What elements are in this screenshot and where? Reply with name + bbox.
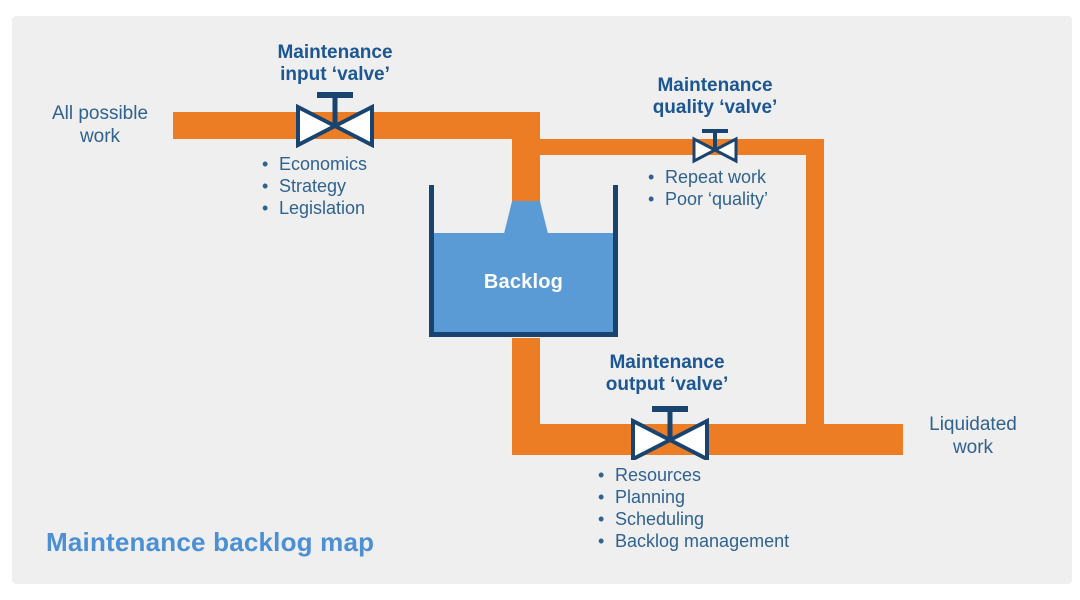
quality-valve-icon	[692, 129, 738, 164]
input-drop-pipe	[512, 138, 540, 202]
list-item: Strategy	[262, 175, 367, 197]
all-possible-work-line2: work	[79, 126, 121, 147]
quality-valve-heading-line1: Maintenance	[657, 75, 773, 96]
output-valve-heading: Maintenance output ‘valve’	[567, 352, 767, 396]
liquidated-work-label: Liquidated work	[902, 413, 1044, 459]
quality-valve-heading-line2: quality ‘valve’	[652, 97, 778, 118]
input-valve-heading: Maintenance input ‘valve’	[235, 42, 435, 86]
quality-branch-pipe	[540, 139, 824, 155]
backlog-tank-liquid	[434, 233, 613, 332]
input-valve-icon	[296, 92, 374, 148]
quality-return-pipe	[806, 139, 824, 425]
list-item: Resources	[598, 464, 789, 486]
liquidated-work-line2: work	[952, 437, 994, 458]
quality-valve-factors-list: Repeat work Poor ‘quality’	[648, 166, 768, 210]
output-valve-factors-list: Resources Planning Scheduling Backlog ma…	[598, 464, 789, 552]
list-item: Repeat work	[648, 166, 768, 188]
output-valve-heading-line1: Maintenance	[609, 352, 725, 373]
quality-valve-heading: Maintenance quality ‘valve’	[615, 75, 815, 119]
list-item: Backlog management	[598, 530, 789, 552]
all-possible-work-label: All possible work	[28, 102, 172, 148]
diagram-title: Maintenance backlog map	[46, 527, 375, 557]
list-item: Scheduling	[598, 508, 789, 530]
all-possible-work-line1: All possible	[51, 103, 149, 124]
list-item: Legislation	[262, 197, 367, 219]
list-item: Poor ‘quality’	[648, 188, 768, 210]
list-item: Economics	[262, 153, 367, 175]
input-valve-factors-list: Economics Strategy Legislation	[262, 153, 367, 219]
input-valve-heading-line1: Maintenance	[277, 42, 393, 63]
output-valve-heading-line2: output ‘valve’	[605, 374, 729, 395]
tank-wall-bottom	[429, 332, 618, 337]
input-valve-heading-line2: input ‘valve’	[280, 64, 390, 85]
tank-wall-right	[613, 185, 618, 337]
output-valve-icon	[631, 406, 709, 460]
liquidated-work-line1: Liquidated	[929, 414, 1017, 435]
tank-wall-left	[429, 185, 434, 337]
backlog-tank-label: Backlog	[483, 271, 564, 293]
list-item: Planning	[598, 486, 789, 508]
inflow-stream	[503, 201, 549, 234]
